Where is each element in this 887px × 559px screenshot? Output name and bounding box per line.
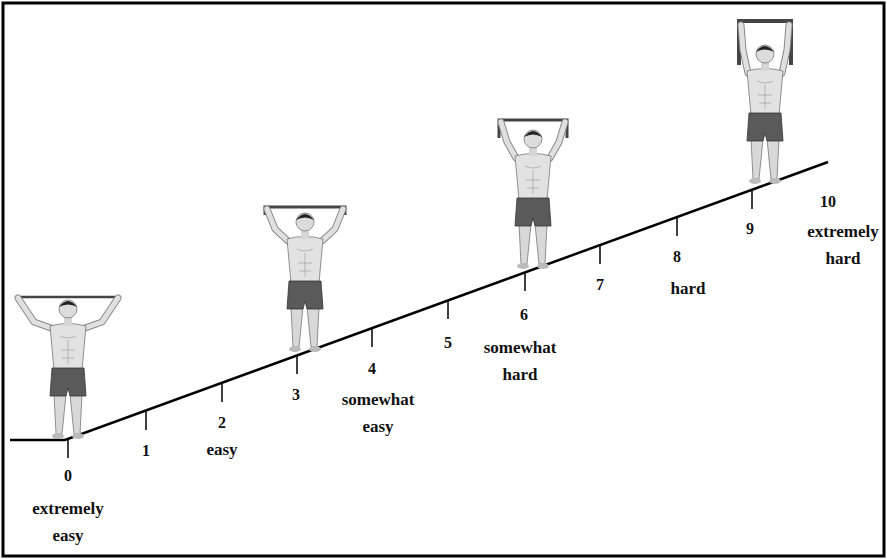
scale-descriptor: hard	[671, 275, 706, 302]
scale-number: 6	[520, 306, 528, 324]
scale-number: 5	[444, 334, 452, 352]
scale-number: 0	[64, 467, 72, 485]
scale-number: 7	[596, 276, 604, 294]
scale-number: 8	[673, 248, 681, 266]
scale-number: 1	[142, 442, 150, 460]
scale-number: 3	[292, 386, 300, 404]
scale-descriptor: extremely easy	[32, 495, 103, 549]
scale-descriptor: somewhat easy	[342, 386, 415, 440]
scale-number: 9	[746, 220, 754, 238]
scale-descriptor: extremely hard	[807, 218, 878, 272]
scale-descriptor: easy	[206, 436, 237, 463]
scale-descriptor: somewhat hard	[484, 334, 557, 388]
scale-number: 2	[218, 414, 226, 432]
scale-number: 4	[368, 360, 376, 378]
scale-number: 10	[820, 193, 836, 211]
